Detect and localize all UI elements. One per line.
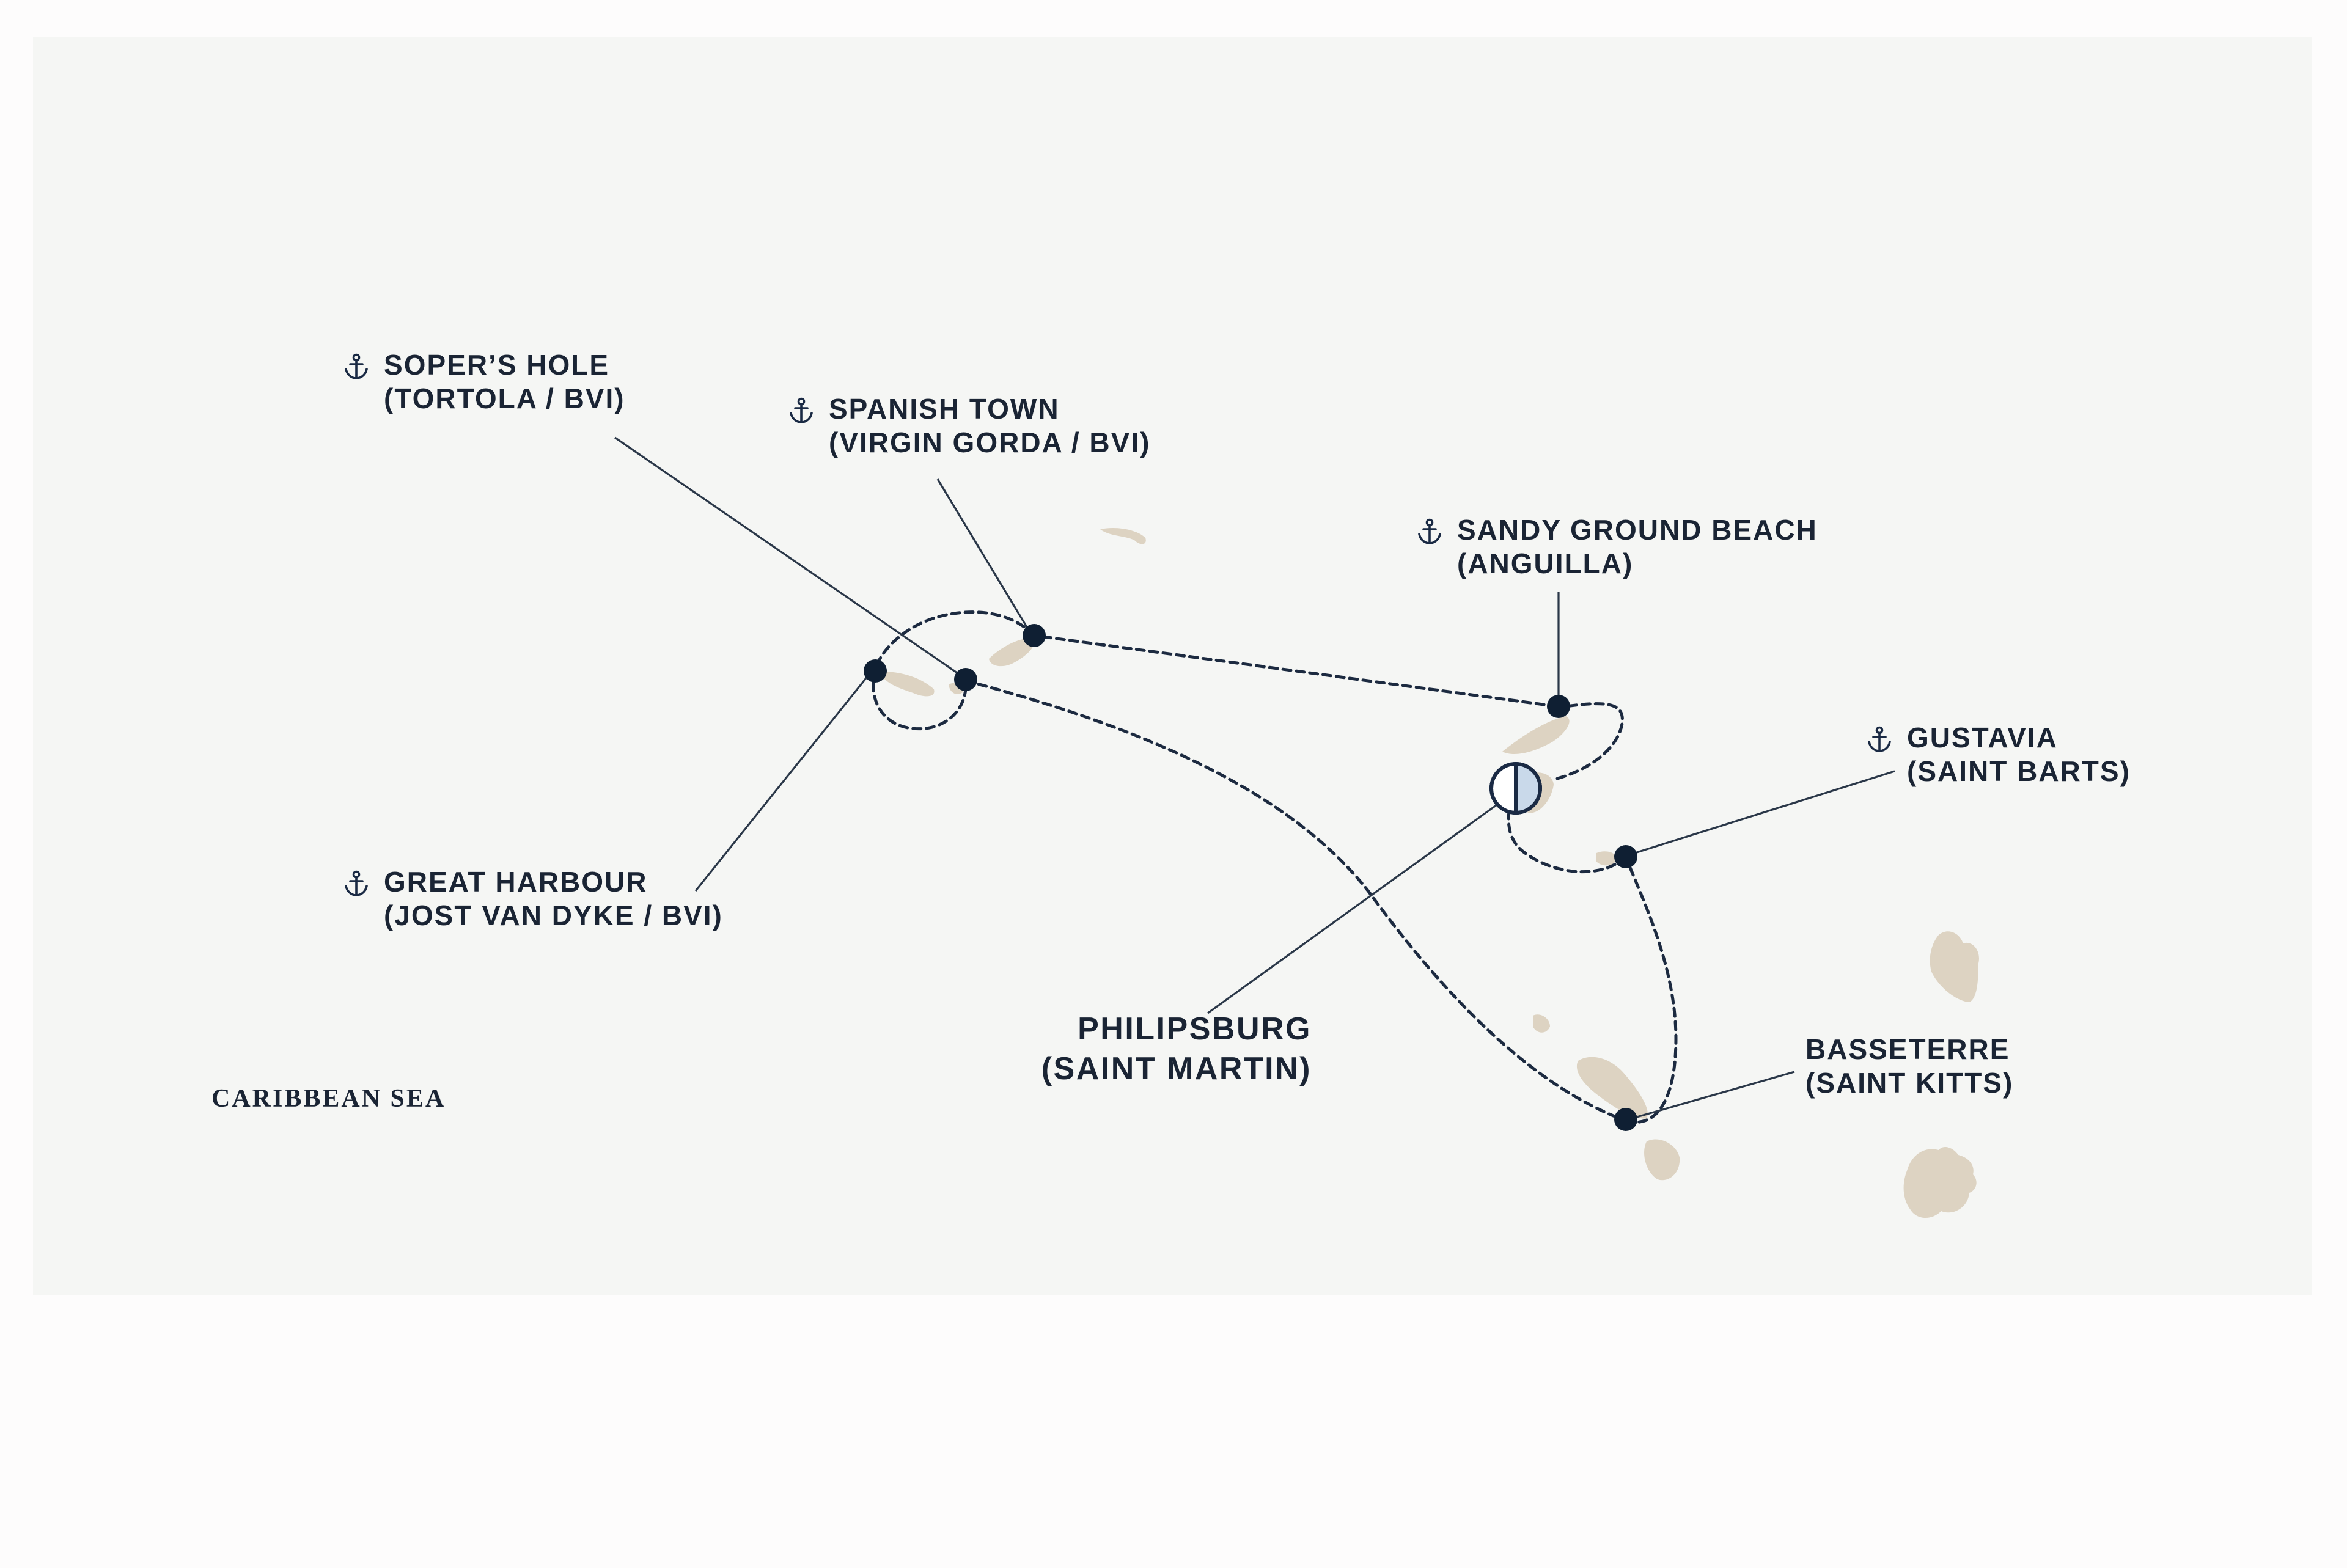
anchor-icon (1418, 518, 1441, 544)
port-region: (JOST VAN DYKE / BVI) (384, 899, 723, 932)
leader-sopers-hole (614, 436, 964, 678)
port-region: (TORTOLA / BVI) (384, 383, 625, 415)
anchor-icon (790, 397, 813, 423)
leader-spanish-town (936, 478, 1032, 634)
island-statia (1576, 1057, 1648, 1119)
route-leg-great-harbour-sopers-hole (872, 668, 968, 731)
label-sopers-hole: SOPER’S HOLE (TORTOLA / BVI) (345, 348, 625, 416)
route-leg-basseterre-gustavia (1624, 855, 1678, 1124)
route-leg-philipsburg-anguilla (1555, 702, 1624, 780)
route-leg-spanish-town-great-harbour (873, 610, 1036, 672)
embarkation-port-icon[interactable] (1489, 762, 1542, 815)
label-great-harbour: GREAT HARBOUR (JOST VAN DYKE / BVI) (345, 865, 723, 932)
route-leg-anguilla-spanish-town (1032, 634, 1559, 708)
port-name: GREAT HARBOUR (384, 866, 648, 898)
port-region: (SAINT KITTS) (1805, 1067, 2014, 1099)
port-name: SOPER’S HOLE (384, 349, 610, 381)
leader-philipsburg (1207, 794, 1510, 1014)
label-basseterre: BASSETERRE (SAINT KITTS) (1805, 1033, 2013, 1100)
label-philipsburg: PHILIPSBURG (SAINT MARTIN) (1024, 1009, 1312, 1089)
label-gustavia: GUSTAVIA (SAINT BARTS) (1868, 721, 2131, 788)
port-name: SANDY GROUND BEACH (1457, 514, 1818, 546)
port-marker-gustavia[interactable] (1614, 845, 1637, 868)
port-name: GUSTAVIA (1907, 722, 2058, 753)
island-saint-barts (1596, 851, 1617, 866)
port-region: (SAINT BARTS) (1907, 755, 2131, 788)
leader-great-harbour (694, 669, 874, 892)
leader-basseterre (1628, 1071, 1795, 1121)
port-name: BASSETERRE (1805, 1033, 2010, 1065)
route-leg-gustavia-philipsburg (1507, 786, 1628, 874)
route-leg-sopers-hole-basseterre (964, 679, 1628, 1123)
island-anguilla (1502, 716, 1570, 755)
label-sandy-ground: SANDY GROUND BEACH (ANGUILLA) (1418, 513, 1818, 581)
sea-background (33, 37, 2312, 1295)
anchor-icon (1868, 726, 1891, 752)
anchor-icon (345, 870, 368, 896)
port-marker-sopers-hole[interactable] (954, 668, 977, 691)
label-spanish-town: SPANISH TOWN (VIRGIN GORDA / BVI) (790, 392, 1151, 460)
leader-gustavia (1626, 770, 1895, 857)
island-tortola (879, 672, 935, 697)
island-saba (1533, 1014, 1550, 1033)
island-anegada (1100, 527, 1146, 544)
anchor-icon (345, 353, 368, 379)
island-antigua (1903, 1146, 1977, 1218)
port-name: PHILIPSBURG (1078, 1011, 1312, 1047)
port-marker-basseterre[interactable] (1614, 1108, 1637, 1131)
port-marker-great-harbour[interactable] (864, 659, 887, 683)
port-marker-spanish-town[interactable] (1023, 624, 1046, 647)
island-virgin-gorda (989, 638, 1034, 667)
port-marker-sandy-ground[interactable] (1547, 695, 1570, 718)
port-region: (VIRGIN GORDA / BVI) (829, 427, 1151, 459)
island-nevis (1644, 1139, 1680, 1181)
port-region: (SAINT MARTIN) (1041, 1051, 1312, 1086)
island-barbuda (1930, 931, 1979, 1002)
port-name: SPANISH TOWN (829, 393, 1060, 425)
sea-label: CARIBBEAN SEA (211, 1085, 446, 1113)
port-region: (ANGUILLA) (1457, 548, 1634, 580)
